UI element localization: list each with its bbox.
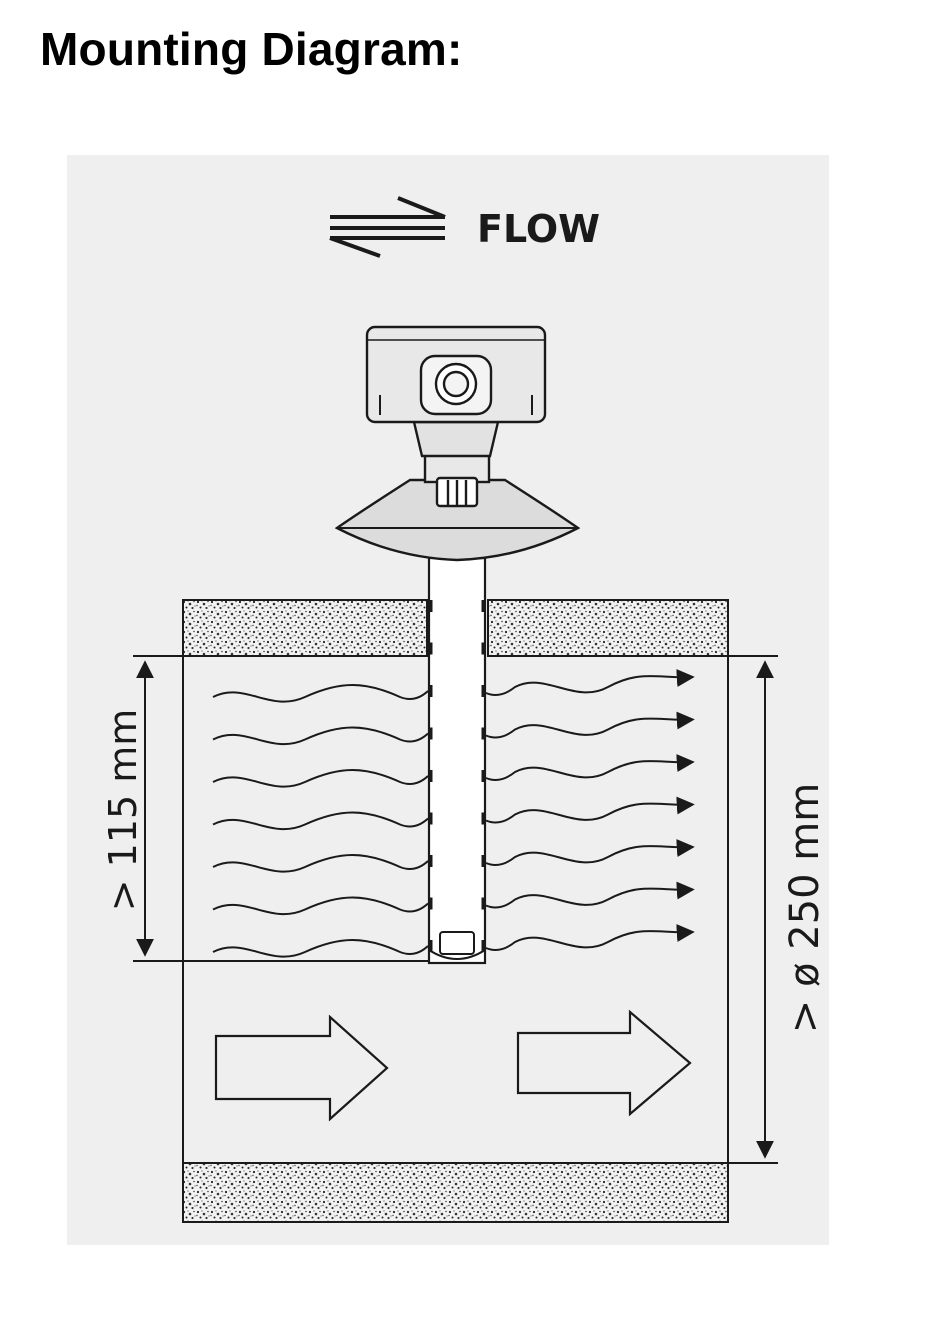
flow-waves bbox=[212, 668, 695, 958]
wave-line bbox=[212, 811, 429, 831]
wave-line bbox=[212, 854, 429, 873]
pipe-wall-bottom bbox=[182, 1162, 729, 1223]
dimension-diameter bbox=[488, 655, 778, 1164]
wave-arrow-icon bbox=[485, 838, 695, 866]
wave-line bbox=[212, 726, 429, 746]
flow-label: FLOW bbox=[477, 207, 600, 251]
pipe-wall-top-left bbox=[182, 599, 428, 657]
wave-line bbox=[212, 769, 429, 788]
wave-arrow-icon bbox=[485, 753, 695, 781]
sensor-probe bbox=[427, 556, 487, 965]
wave-arrow-icon bbox=[485, 668, 695, 696]
wave-line bbox=[212, 684, 429, 703]
wave-line bbox=[212, 896, 429, 916]
wave-arrow-icon bbox=[485, 881, 695, 909]
pipe-interior bbox=[182, 656, 729, 1163]
dimension-depth bbox=[133, 655, 429, 962]
flow-arrow-icon bbox=[214, 1014, 389, 1122]
page-title: Mounting Diagram: bbox=[40, 23, 463, 75]
dimension-depth-label: > 115 mm bbox=[101, 709, 145, 912]
wave-line bbox=[212, 939, 429, 958]
dimension-diameter-label: > ø 250 mm bbox=[782, 783, 828, 1033]
bidirectional-flow-arrows-icon bbox=[329, 196, 446, 258]
pipe-wall-top-right bbox=[487, 599, 729, 657]
wave-arrow-icon bbox=[485, 796, 695, 824]
wave-arrow-icon bbox=[485, 923, 695, 951]
wave-arrow-icon bbox=[485, 711, 695, 739]
sensor-housing bbox=[334, 325, 581, 562]
flow-arrow-icon bbox=[516, 1009, 692, 1117]
